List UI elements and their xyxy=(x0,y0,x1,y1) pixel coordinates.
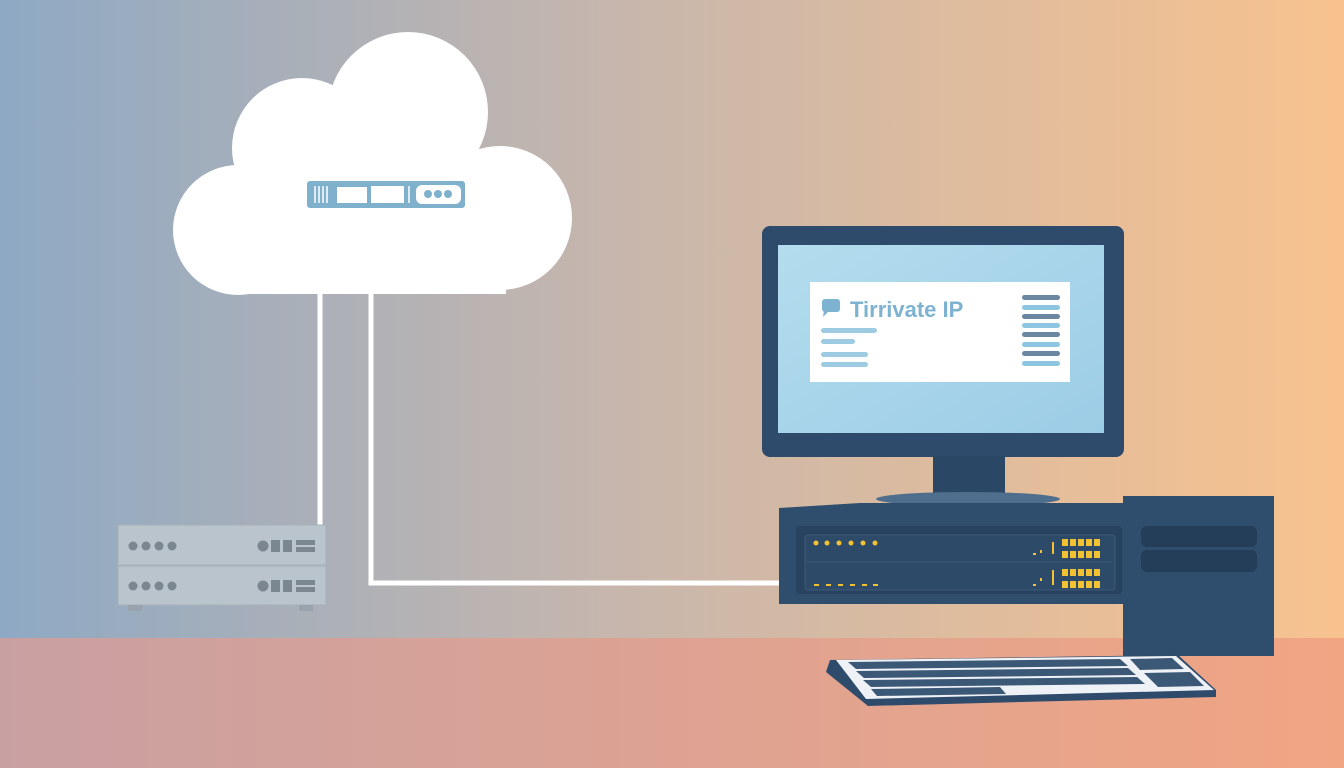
chat-bubble-icon xyxy=(822,299,840,317)
screen-title: Tirrivate IP xyxy=(850,297,963,322)
keyboard-icon xyxy=(826,655,1216,706)
cloud-icon xyxy=(173,32,572,295)
network-cable xyxy=(317,290,782,586)
monitor-icon: Tirrivate IP xyxy=(762,226,1124,506)
rack-server-icon xyxy=(117,524,327,611)
tower-icon xyxy=(1123,496,1274,656)
cloud-server-icon xyxy=(307,181,465,208)
desktop-case-icon xyxy=(779,503,1124,604)
